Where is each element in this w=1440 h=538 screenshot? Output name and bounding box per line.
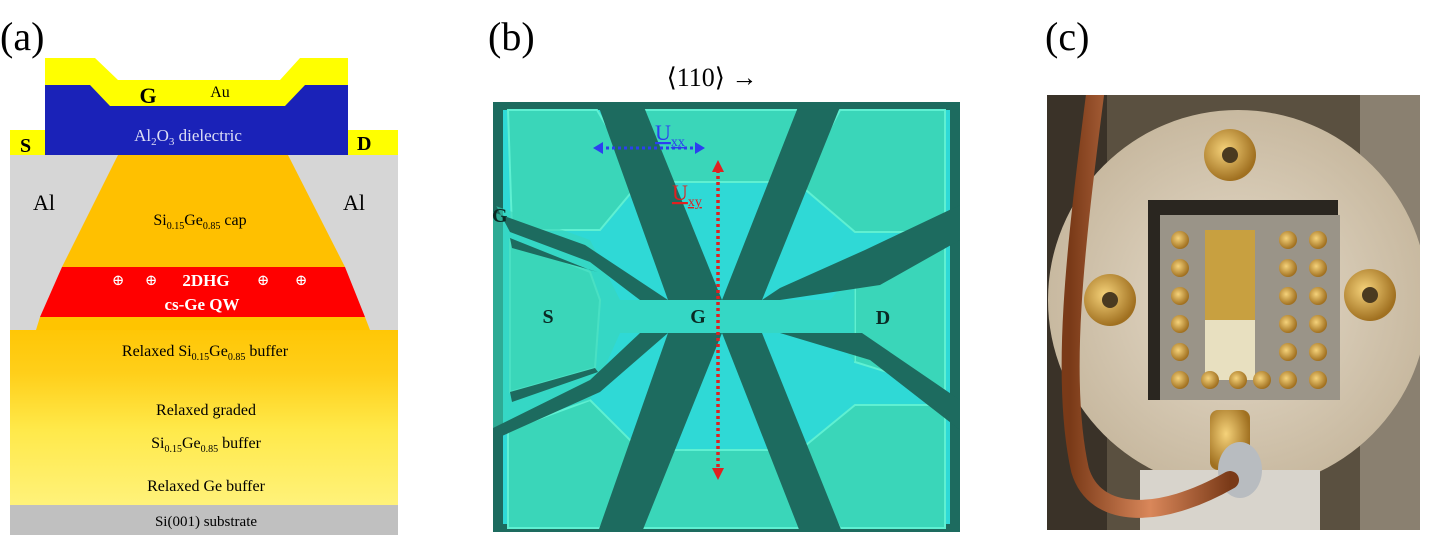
crystal-direction-label: ⟨110⟩ → (667, 63, 758, 92)
au-label: Au (210, 84, 230, 101)
drain-label: D (357, 133, 371, 155)
ge-buffer-label: Relaxed Ge buffer (147, 478, 266, 495)
substrate-layer (10, 505, 398, 535)
side-gate-label: G (492, 205, 508, 227)
panel-c-label: (c) (1045, 14, 1089, 59)
sma-connectors (1084, 129, 1396, 498)
uxy-label: Uxy (672, 180, 702, 210)
dielectric-bottom (85, 130, 310, 155)
cap-layer (62, 155, 345, 267)
bond-pads (1171, 231, 1327, 389)
panel-c-sample-holder-photo: (c) (1045, 14, 1420, 530)
hole-icon: ⊕ (257, 273, 270, 289)
graded-buffer-composition: Si0.15Ge0.85 buffer (151, 435, 261, 455)
relaxed-buffer-label: Relaxed Si0.15Ge0.85 buffer (122, 343, 289, 363)
hole-icon: ⊕ (112, 273, 125, 289)
gate-label: G (139, 83, 156, 108)
uxx-arrow (593, 142, 705, 154)
dielectric-label: Al2O3 dielectric (134, 126, 242, 148)
source-label: S (20, 135, 31, 157)
gate-leads (493, 102, 960, 532)
buffer-layers (10, 317, 398, 505)
quantum-well-layer (40, 267, 365, 317)
graded-buffer-label: Relaxed graded (156, 402, 256, 419)
uxy-arrow (712, 160, 724, 480)
cap-label: Si0.15Ge0.85 cap (153, 212, 246, 232)
panel-a-label: (a) (0, 14, 44, 59)
al-left-label: Al (33, 190, 55, 215)
al-right-label: Al (343, 190, 365, 215)
gate-metal (45, 58, 348, 106)
2dhg-label: 2DHG (182, 271, 229, 290)
panel-b-device-micrograph: (b) ⟨110⟩ → (488, 14, 960, 532)
qw-label: cs-Ge QW (164, 295, 239, 314)
hole-icon: ⊕ (145, 273, 158, 289)
uxx-label: Uxx (655, 120, 685, 150)
copper-tube (1061, 95, 1239, 518)
panel-b-label: (b) (488, 14, 535, 59)
panel-a-layer-stack: (a) G Au Al2O3 dielectric S D Al Al Si0.… (0, 14, 398, 535)
buffer-top-edge (36, 317, 370, 330)
pad-top-left (506, 109, 642, 231)
substrate-label: Si(001) substrate (155, 514, 257, 530)
hole-icon: ⊕ (295, 273, 308, 289)
drain-label: D (876, 307, 890, 329)
hole-symbols: ⊕ ⊕ ⊕ ⊕ (112, 273, 308, 289)
source-label: S (542, 306, 553, 328)
center-gate-label: G (690, 306, 706, 328)
